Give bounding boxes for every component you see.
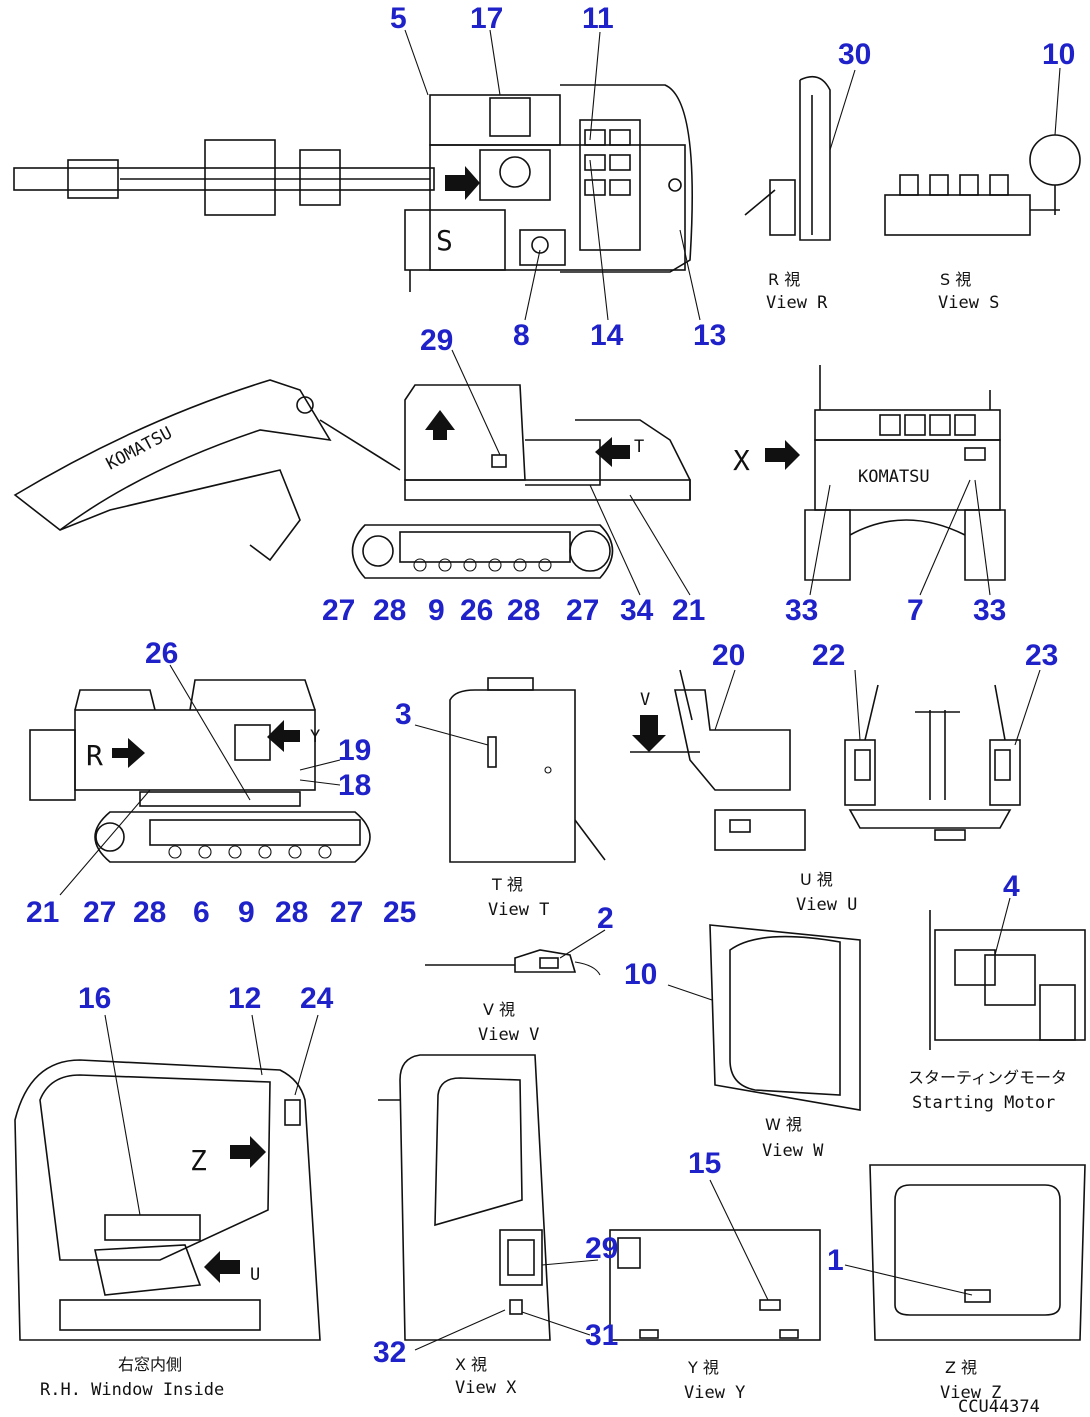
callout: 13 [693,319,726,352]
callout: 28 [373,594,406,627]
label-s: S [436,224,453,257]
callout: 29 [585,1232,618,1265]
view-x-drawing [378,1054,551,1341]
callout: 15 [688,1147,721,1180]
callout: 26 [460,594,493,627]
callout: 20 [712,639,745,672]
window-drawing: Z U [14,1059,321,1341]
caption-view-v-jp: V 視 [483,1000,515,1019]
callout: 8 [513,319,530,352]
callout: 9 [428,594,445,627]
caption-view-z-jp: Z 視 [945,1358,977,1377]
boom-decal: KOMATSU [103,423,176,474]
caption-view-w-jp: W 視 [765,1115,802,1134]
caption-view-y-jp: Y 視 [687,1358,719,1377]
callout: 23 [1025,639,1058,672]
callout: 17 [470,2,503,35]
callout: 29 [420,324,453,357]
callout: 21 [672,594,705,627]
caption-view-z: View Z [940,1383,1001,1403]
caption-window: R.H. Window Inside [40,1380,224,1400]
view-v-drawing [425,949,601,976]
callout: 11 [582,2,614,35]
callout: 14 [590,319,624,352]
view-z-drawing [869,1164,1086,1341]
callout-numbers: 5 17 11 30 10 8 14 13 29 27 28 9 26 28 2… [26,2,1075,1369]
callout: 6 [193,896,210,929]
callout: 5 [390,2,407,35]
callout: 27 [566,594,599,627]
view-s-drawing [884,134,1081,236]
callout: 24 [300,982,334,1015]
caption-starter-jp: スターティングモータ [908,1068,1067,1087]
label-y: Y [310,727,320,747]
view-r-drawing [744,75,831,241]
callout: 2 [597,902,614,935]
callout: 9 [238,896,255,929]
view-t-drawing [449,677,606,863]
caption-view-v: View V [478,1025,539,1045]
starter-motor-drawing [929,910,1086,1050]
callout: 31 [585,1319,618,1352]
caption-view-s: View S [938,293,999,313]
callout: 28 [507,594,540,627]
callout: 32 [373,1336,406,1369]
callout: 28 [133,896,166,929]
caption-view-s-jp: S 視 [940,270,971,289]
caption-view-r-jp: R 視 [768,270,800,289]
view-u-drawing: V [630,669,806,851]
label-z: Z [190,1144,207,1177]
callout: 27 [322,594,355,627]
callout: 12 [228,982,261,1015]
callout: 34 [620,594,654,627]
callout: 19 [338,734,371,767]
callout: 4 [1003,870,1020,903]
callout: 21 [26,896,59,929]
label-u: U [250,1265,260,1285]
caption-view-w: View W [762,1141,824,1161]
caption-view-u: View U [796,895,857,915]
caption-view-x-jp: X 視 [455,1355,487,1374]
drawing-code: CCU44374 [958,1397,1040,1417]
callout: 3 [395,698,412,731]
callout: 33 [973,594,1006,627]
label-x: X [733,444,750,477]
side-view-drawing: X KOMATSU T [13,379,800,579]
levers-drawing [844,684,1021,841]
caption-view-x: View X [455,1378,517,1398]
callout: 7 [907,594,924,627]
callout: 10 [1042,38,1075,71]
label-t: T [634,437,644,457]
caption-view-y: View Y [684,1383,745,1403]
view-y-drawing [609,1229,821,1341]
label-r: R [86,739,103,772]
caption-view-u-jp: U 視 [800,870,833,889]
callout: 27 [83,896,116,929]
callout: 18 [338,769,371,802]
view-w-drawing [709,924,861,1111]
callout: 33 [785,594,818,627]
plan-view-drawing: S [13,84,694,292]
callout: 28 [275,896,308,929]
callout: 30 [838,38,871,71]
callout: 1 [827,1244,844,1277]
view-captions: R 視 View R S 視 View S T 視 View T U 視 Vie… [40,270,1067,1417]
caption-window-jp: 右窓内側 [118,1355,182,1374]
label-v: V [640,690,650,710]
rear-decal: KOMATSU [858,467,930,487]
caption-view-r: View R [766,293,828,313]
rear-view-drawing: KOMATSU [804,365,1006,581]
caption-view-t: View T [488,900,549,920]
callout: 27 [330,896,363,929]
caption-view-t-jp: T 視 [491,875,523,894]
callout: 26 [145,637,178,670]
callout: 10 [624,958,657,991]
left-view-drawing: R Y [29,679,371,863]
callout: 25 [383,896,416,929]
callout: 16 [78,982,111,1015]
callout: 22 [812,639,845,672]
caption-starter: Starting Motor [912,1093,1055,1113]
leader-lines [59,29,1061,1351]
